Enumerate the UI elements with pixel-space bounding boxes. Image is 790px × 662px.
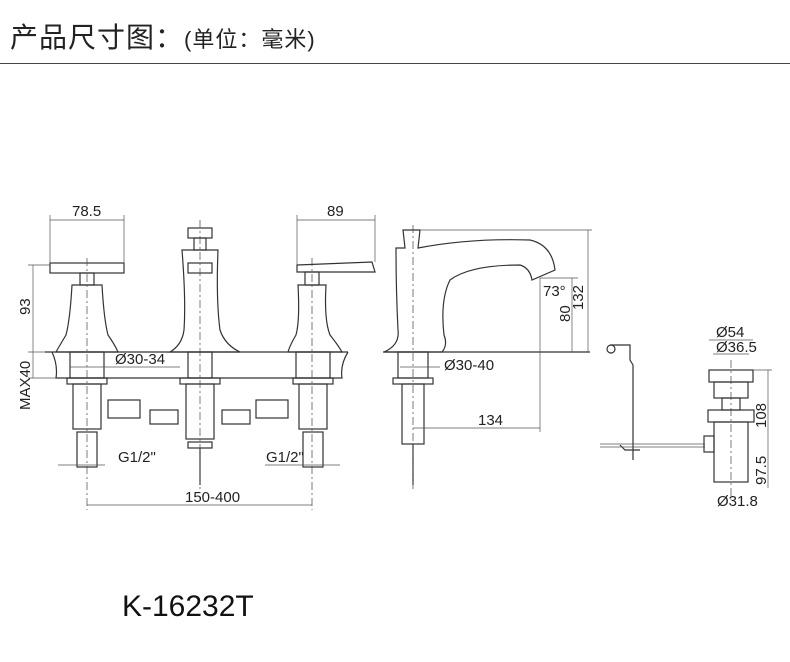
dim-handle-right-width: 89 [327, 203, 344, 220]
dim-handle-left-width: 78.5 [72, 203, 101, 220]
front-view: 78.5 89 93 MAX40 Ø30-34 G1/2" G1/2" 150-… [17, 203, 376, 510]
dim-drain-tail-diameter: Ø31.8 [717, 493, 758, 510]
title-divider [0, 63, 790, 64]
dim-spout-height: 80 [557, 305, 574, 322]
page-title: 产品尺寸图：(单位：毫米) [10, 16, 316, 56]
dim-deck-thickness: MAX40 [17, 361, 34, 410]
dim-drain-lower-length: 97.5 [753, 456, 770, 485]
dim-thread-left: G1/2" [118, 449, 156, 466]
drain-view: Ø54 Ø36.5 108 97.5 Ø31.8 [600, 324, 772, 510]
model-number: K-16232T [122, 590, 254, 623]
dim-drain-inner-diameter: Ø36.5 [716, 339, 757, 356]
unit-label: (单位：毫米) [184, 27, 316, 52]
dim-spread: 150-400 [185, 489, 240, 506]
dim-side-hole-diameter: Ø30-40 [444, 357, 494, 374]
title-text: 产品尺寸图： [10, 22, 185, 53]
dim-drain-outer-diameter: Ø54 [716, 324, 744, 341]
dim-handle-height: 93 [17, 298, 34, 315]
dim-spout-reach: 134 [478, 412, 503, 429]
dim-thread-right: G1/2" [266, 449, 304, 466]
dim-total-height: 132 [570, 285, 587, 310]
dim-spout-angle: 73° [543, 283, 566, 300]
dim-hole-diameter: Ø30-34 [115, 351, 165, 368]
dim-drain-length: 108 [753, 403, 770, 428]
side-view: 132 80 73° Ø30-40 134 [383, 225, 592, 490]
